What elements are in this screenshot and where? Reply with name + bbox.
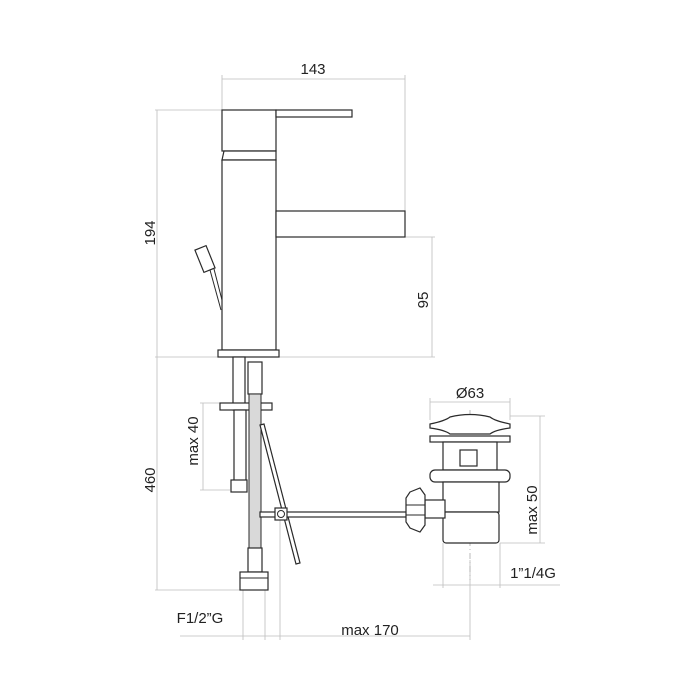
dim-drain-thread: 1”1/4G (510, 565, 556, 582)
hose-nut-top (247, 361, 263, 395)
mounting-plate (219, 402, 273, 411)
dim-spout-95: 95 (415, 292, 432, 309)
collar (221, 150, 277, 161)
dim-460: 460 (142, 467, 159, 492)
rod-nut (405, 487, 426, 533)
spout (275, 210, 406, 238)
lever-handle (275, 109, 353, 118)
faucet-body (221, 159, 277, 351)
dim-inlet-thread: F1/2”G (177, 610, 224, 627)
base-plate (217, 349, 280, 358)
dim-max-50: max 50 (524, 485, 541, 534)
faucet-mixer (194, 109, 406, 358)
dimension-labels: 143 194 95 460 max 40 Ø63 max 50 1”1/4G … (142, 61, 556, 639)
drain-side-port (424, 499, 446, 519)
dim-height-194: 194 (142, 220, 159, 245)
handle-cartridge (221, 109, 277, 152)
lift-rod-tube (232, 356, 246, 411)
dim-width-143: 143 (300, 61, 325, 78)
dim-max-170: max 170 (341, 622, 399, 639)
hose-connector (239, 571, 269, 591)
rod-end-nut (230, 479, 248, 493)
dimension-lines (155, 75, 560, 640)
flexible-hose (248, 393, 262, 550)
lift-rod-knob (194, 244, 223, 311)
drain-cap (429, 413, 511, 435)
hose-nut-bottom (247, 547, 263, 573)
under-counter-fittings (219, 356, 411, 591)
rod-clip (274, 507, 288, 521)
dim-diameter-63: Ø63 (456, 385, 484, 402)
pop-up-drain (405, 410, 511, 580)
dim-max-40: max 40 (185, 416, 202, 465)
